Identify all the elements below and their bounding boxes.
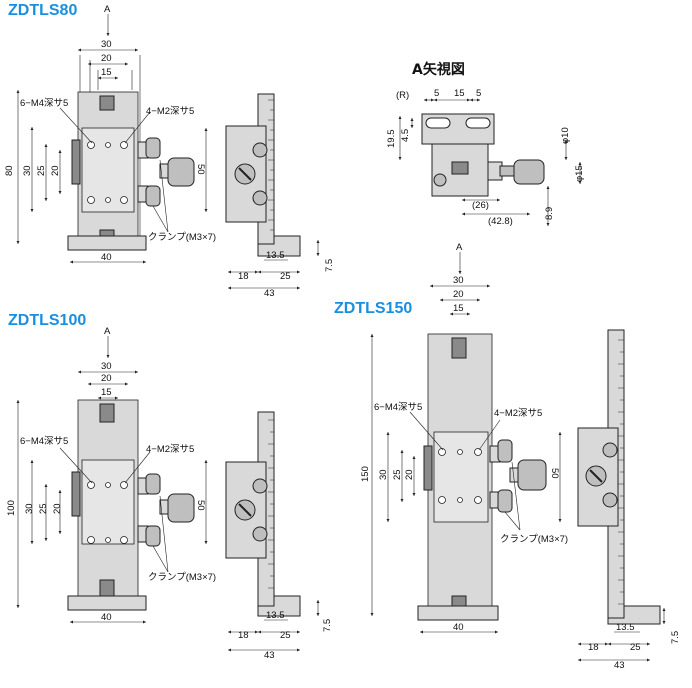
zdtls150-dim-15: 15 [453,303,464,314]
zdtls100-dim-18: 18 [238,630,249,641]
zdtls150-dim-v30: 30 [378,469,389,480]
zdtls150-clamp-label: クランプ(M3×7) [500,534,568,545]
title-zdtls100: ZDTLS100 [8,312,87,329]
zdtls100-dim-43: 43 [264,650,275,661]
zdtls80-dim-43: 43 [264,288,275,299]
zdtls100-m4-label: 6−M4深サ5 [20,436,68,447]
zdtls150-dim-20: 20 [453,289,464,300]
zdtls100-dim-100: 100 [6,500,17,516]
zdtls80-dim-18: 18 [238,271,249,282]
zdtls80-dim-15: 15 [101,67,112,78]
zdtls100-dim-40: 40 [101,612,112,623]
zdtls100-dim-13-5: 13.5 [266,610,285,621]
zdtls150-dim-v25: 25 [392,469,403,480]
zdtls100-dim-25: 25 [280,630,291,641]
zdtls100-dim-v30: 30 [24,503,35,514]
zdtls100-dim-30: 30 [101,361,112,372]
view-a-dim-5a: 5 [434,88,439,99]
zdtls100-dim-20: 20 [101,373,112,384]
zdtls80-m2-label: 4−M2深サ5 [146,106,194,117]
view-a-dim-15: 15 [454,88,465,99]
zdtls100-dim-v25: 25 [38,503,49,514]
zdtls80-dim-13-5: 13.5 [266,250,285,261]
zdtls100-dim-15: 15 [101,387,112,398]
zdtls150-dim-30: 30 [453,275,464,286]
zdtls100-dim-7-5: 7.5 [322,619,333,632]
zdtls80-dim-40: 40 [101,252,112,263]
zdtls80-dim-7-5: 7.5 [324,259,335,272]
view-a-dim-26: (26) [472,200,489,211]
zdtls80-dim-80: 80 [4,165,15,176]
view-a-title: A矢視図 [412,61,465,78]
zdtls80-dim-v30: 30 [22,165,33,176]
zdtls80-m4-label: 6−M4深サ5 [20,98,68,109]
title-zdtls80: ZDTLS80 [8,2,78,19]
zdtls100-dim-v20: 20 [52,503,63,514]
zdtls80-dim-30: 30 [101,39,112,50]
zdtls80-dim-v20: 20 [50,165,61,176]
zdtls150-m4-label: 6−M4深サ5 [374,402,422,413]
zdtls80-dim-v50: 50 [195,164,206,175]
zdtls150-m2-label: 4−M2深サ5 [494,408,542,419]
zdtls150-dim-40: 40 [453,622,464,633]
view-a: A矢視図 (R) 5 15 5 19.5 4.5 φ10 φ15 (26) [386,61,585,227]
zdtls100-arrow-a: A [104,326,111,337]
view-a-dim-19-5: 19.5 [386,130,397,149]
zdtls100-dim-v50: 50 [195,500,206,511]
zdtls150-side-view: 18 13.5 25 43 7.5 [577,329,681,671]
zdtls150-dim-v20: 20 [404,469,415,480]
zdtls150-dim-150: 150 [360,466,371,482]
zdtls100-side-view: 18 13.5 25 43 7.5 [225,411,333,661]
zdtls80-dim-25: 25 [280,271,291,282]
zdtls100-m2-label: 4−M2深サ5 [146,444,194,455]
title-zdtls150: ZDTLS150 [334,300,413,317]
zdtls80-clamp-label: クランプ(M3×7) [148,232,216,243]
zdtls150-arrow-a: A [456,242,463,253]
zdtls80-front-view: A 30 20 15 80 30 25 20 50 40 6−M4深サ5 4−M… [4,4,216,264]
zdtls80-dim-v25: 25 [36,165,47,176]
zdtls150-dim-43: 43 [614,660,625,671]
view-a-phi10: φ10 [560,127,571,144]
view-a-dim-4-5: 4.5 [400,129,411,142]
zdtls80-side-view: 18 13.5 25 43 7.5 [225,93,335,299]
zdtls80-arrow-a: A [104,4,111,15]
view-a-r-label: (R) [396,90,409,101]
view-a-dim-42-8: (42.8) [488,216,513,227]
zdtls80-dim-20: 20 [101,53,112,64]
zdtls100-front-view: A 30 20 15 100 30 25 20 50 40 6−M4深サ5 4−… [6,326,216,624]
zdtls150-dim-7-5: 7.5 [670,631,681,644]
zdtls150-dim-v50: 50 [549,468,560,479]
view-a-dim-8-9: 8.9 [544,207,555,220]
zdtls150-dim-13-5: 13.5 [616,622,635,633]
zdtls100-clamp-label: クランプ(M3×7) [148,572,216,583]
view-a-phi15: φ15 [574,165,585,182]
view-a-dim-5b: 5 [476,88,481,99]
zdtls150-dim-18: 18 [588,642,599,653]
zdtls150-dim-25: 25 [630,642,641,653]
zdtls150-front-view: A 30 20 15 150 30 25 20 50 40 6−M4深サ5 4−… [360,242,568,634]
